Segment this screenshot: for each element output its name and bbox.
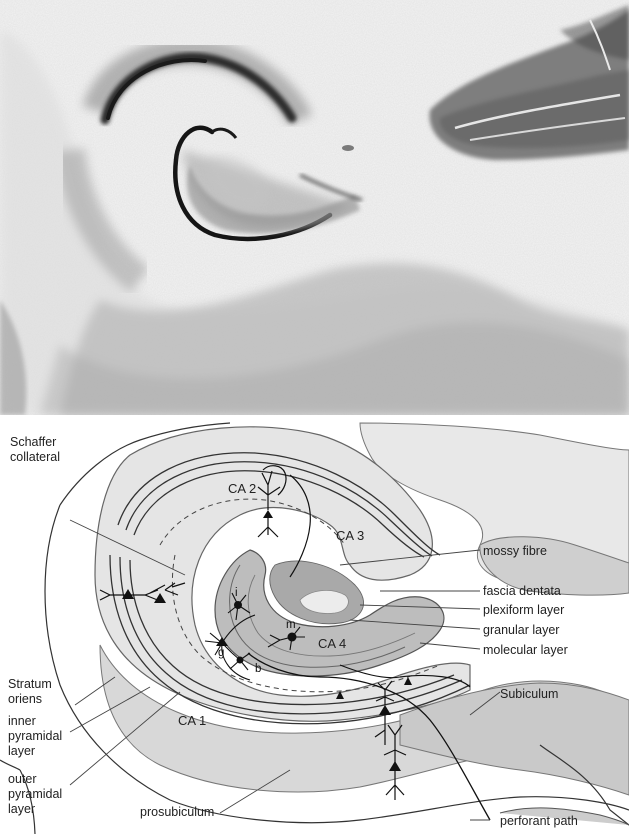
label-inner-2: pyramidal <box>8 729 62 743</box>
label-cell-g: g <box>218 647 224 659</box>
mossy-cell-m-soma <box>288 633 297 642</box>
label-granular-layer: granular layer <box>483 623 559 637</box>
label-ca3: CA 3 <box>336 528 364 543</box>
label-cell-i: i <box>235 587 238 599</box>
label-ca4: CA 4 <box>318 636 346 651</box>
hippocampus-schematic: Schaffer collateral CA 2 CA 3 CA 4 CA 1 … <box>0 415 629 834</box>
interneuron-i-soma <box>234 601 242 609</box>
label-ca2: CA 2 <box>228 481 256 496</box>
label-inner-1: inner <box>8 714 36 728</box>
label-outer-1: outer <box>8 772 37 786</box>
label-stratum-2: oriens <box>8 692 42 706</box>
label-outer-3: layer <box>8 802 35 816</box>
label-schaffer-1: Schaffer <box>10 435 56 449</box>
label-stratum-1: Stratum <box>8 677 52 691</box>
label-plexiform-layer: plexiform layer <box>483 603 564 617</box>
label-subiculum: Subiculum <box>500 687 558 701</box>
label-ca1: CA 1 <box>178 713 206 728</box>
label-outer-2: pyramidal <box>8 787 62 801</box>
basket-cell-b-soma <box>237 657 244 664</box>
label-fascia-dentata: fascia dentata <box>483 584 561 598</box>
label-prosubiculum: prosubiculum <box>140 805 214 819</box>
label-schaffer-2: collateral <box>10 450 60 464</box>
label-cell-m: m <box>286 619 296 631</box>
label-inner-3: layer <box>8 744 35 758</box>
label-perforant-path: perforant path <box>500 814 578 828</box>
label-cell-b: b <box>255 663 261 675</box>
label-mossy-fibre: mossy fibre <box>483 544 547 558</box>
label-molecular-layer: molecular layer <box>483 643 568 657</box>
hippocampus-micrograph <box>0 0 629 415</box>
